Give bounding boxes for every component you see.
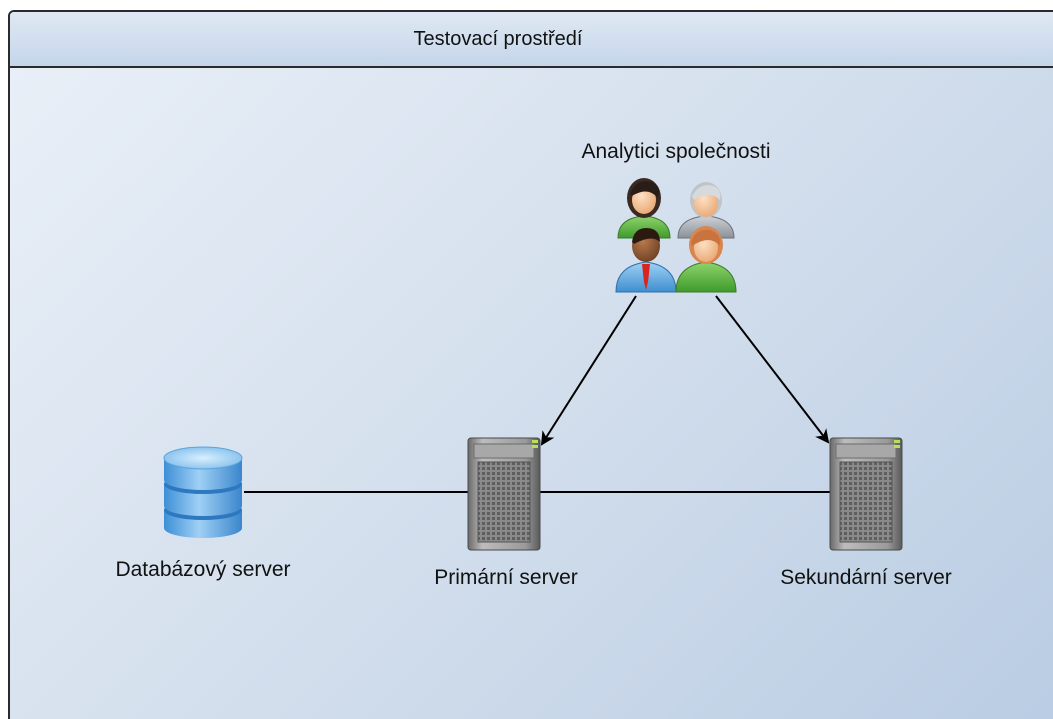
edge-analysts-primary-arrow[interactable]	[540, 295, 637, 446]
database-label: Databázový server	[115, 558, 291, 581]
container-title: Testovací prostředí	[413, 28, 583, 50]
user-group-icon[interactable]	[612, 172, 740, 296]
primary-server-icon[interactable]	[466, 436, 542, 552]
primary-label: Primární server	[434, 566, 578, 589]
container-header[interactable]: Testovací prostředí	[10, 12, 1053, 68]
edge-analysts-secondary-arrow[interactable]	[715, 295, 830, 444]
analysts-label: Analytici společnosti	[581, 140, 771, 163]
environment-container[interactable]: Testovací prostředí	[8, 10, 1053, 719]
secondary-server-icon[interactable]	[828, 436, 904, 552]
database-icon[interactable]	[162, 444, 244, 540]
secondary-label: Sekundární server	[780, 566, 952, 589]
